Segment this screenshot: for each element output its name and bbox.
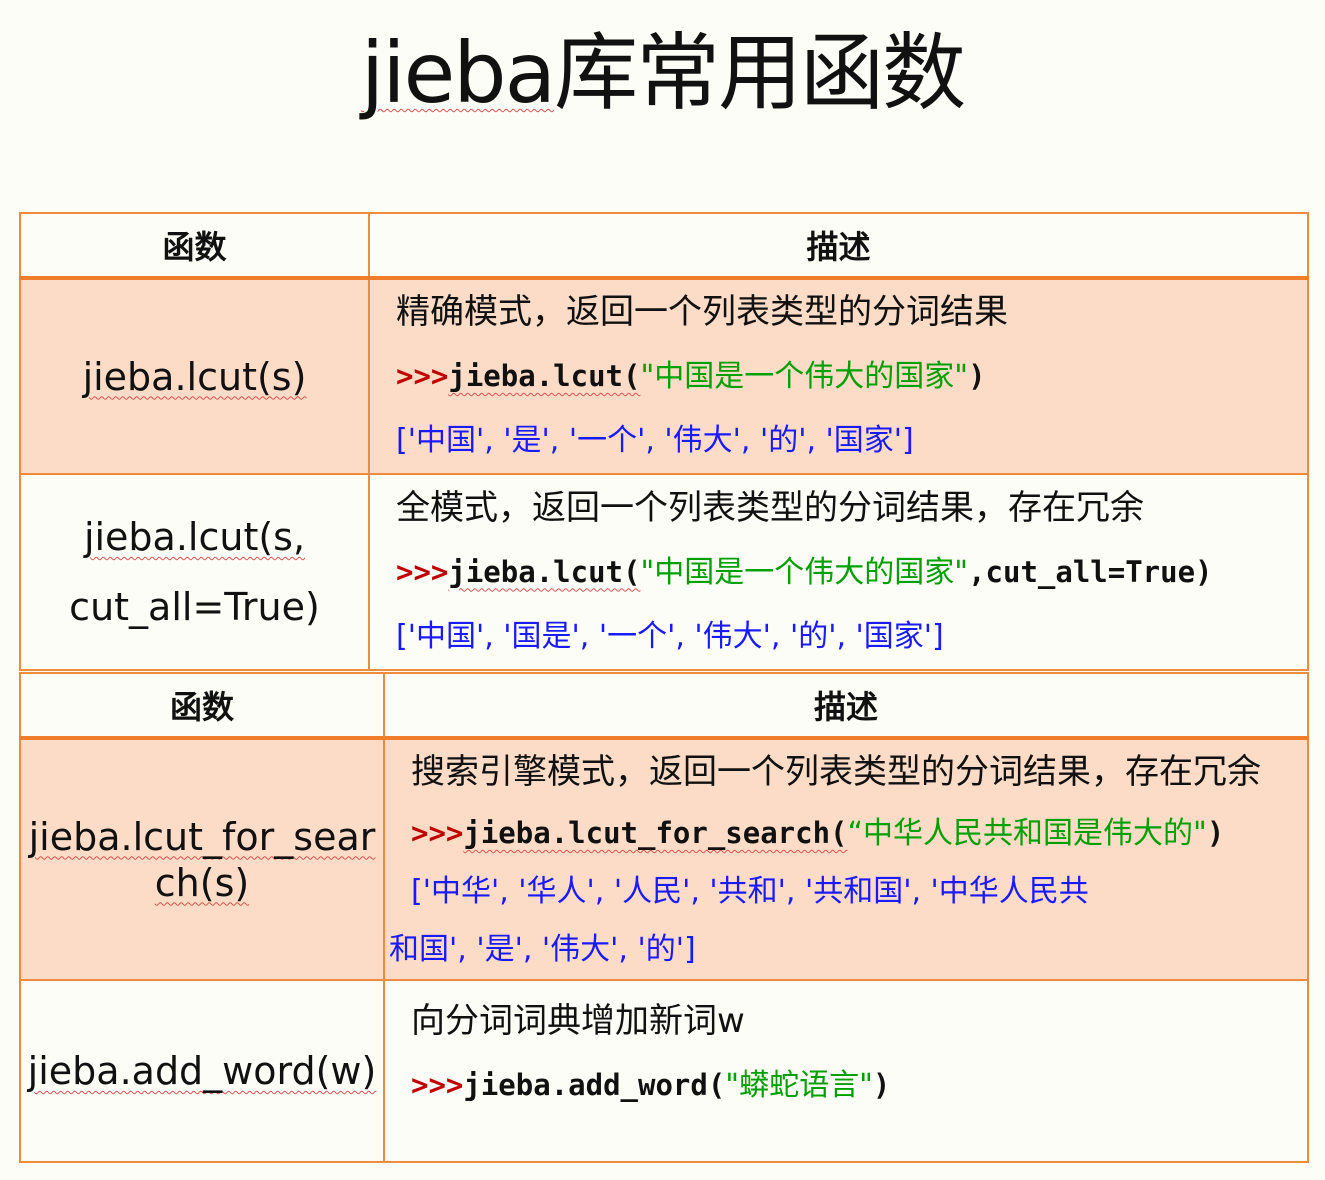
- description-text: 精确模式，返回一个列表类型的分词结果: [396, 292, 1008, 332]
- description-text: 搜索引擎模式，返回一个列表类型的分词结果，存在冗余: [411, 752, 1261, 792]
- code-tail: ): [872, 1068, 891, 1102]
- function-table-1: 函数 描述 jieba.lcut(s) 精确模式，返回一个列表类型的分词结果 >…: [19, 212, 1309, 671]
- page-title: jieba库常用函数: [0, 18, 1325, 128]
- table-header-row: 函数 描述: [19, 212, 1309, 280]
- function-name: jieba.add_word(w): [19, 979, 385, 1163]
- table-row: jieba.add_word(w) 向分词词典增加新词w >>>jieba.ad…: [19, 979, 1309, 1163]
- table-row: jieba.lcut(s, cut_all=True) 全模式，返回一个列表类型…: [19, 473, 1309, 671]
- title-jieba: jieba: [360, 24, 556, 122]
- code-arg: "中国是一个伟大的国家": [640, 359, 969, 394]
- header-description: 描述: [368, 212, 1309, 280]
- function-text-line2: ch(s): [154, 860, 250, 905]
- header-description: 描述: [383, 672, 1309, 740]
- title-rest: 库常用函数: [554, 24, 966, 122]
- description-cell: 向分词词典增加新词w >>>jieba.add_word("蟒蛇语言"): [383, 979, 1309, 1163]
- code-call: jieba.lcut(: [448, 554, 641, 589]
- code-tail: ,cut_all=True): [968, 554, 1213, 589]
- table-row: jieba.lcut(s) 精确模式，返回一个列表类型的分词结果 >>>jieb…: [19, 277, 1309, 475]
- code-example: >>>jieba.lcut("中国是一个伟大的国家"): [396, 344, 1307, 409]
- code-tail: ): [1206, 816, 1225, 850]
- code-example: >>>jieba.add_word("蟒蛇语言"): [411, 1053, 1307, 1118]
- header-function: 函数: [19, 212, 370, 280]
- description-cell: 搜索引擎模式，返回一个列表类型的分词结果，存在冗余 >>>jieba.lcut_…: [383, 737, 1309, 981]
- header-function: 函数: [19, 672, 385, 740]
- code-prompt: >>>: [411, 1068, 464, 1102]
- description-text: 全模式，返回一个列表类型的分词结果，存在冗余: [396, 487, 1144, 528]
- code-result: ['中国', '是', '一个', '伟大', '的', '国家']: [396, 423, 914, 458]
- code-arg: "蟒蛇语言": [725, 1068, 873, 1103]
- description-text: 向分词词典增加新词w: [411, 1001, 745, 1041]
- table-row: jieba.lcut_for_sear ch(s) 搜索引擎模式，返回一个列表类…: [19, 737, 1309, 981]
- function-table-2: 函数 描述 jieba.lcut_for_sear ch(s) 搜索引擎模式，返…: [19, 672, 1309, 1163]
- code-example: >>>jieba.lcut("中国是一个伟大的国家",cut_all=True): [396, 540, 1307, 605]
- code-result-line2: 和国', '是', '伟大', '的']: [389, 932, 696, 967]
- code-prompt: >>>: [396, 554, 449, 589]
- code-prompt: >>>: [411, 816, 464, 850]
- code-result: ['中国', '国是', '一个', '伟大', '的', '国家']: [396, 618, 944, 654]
- description-cell: 全模式，返回一个列表类型的分词结果，存在冗余 >>>jieba.lcut("中国…: [368, 473, 1309, 671]
- code-call: jieba.add_word(: [463, 1068, 726, 1102]
- code-prompt: >>>: [396, 359, 449, 393]
- function-text: jieba.lcut(s): [82, 354, 307, 399]
- code-arg: "中国是一个伟大的国家": [640, 554, 969, 590]
- description-cell: 精确模式，返回一个列表类型的分词结果 >>>jieba.lcut("中国是一个伟…: [368, 277, 1309, 475]
- code-call: jieba.lcut_for_search(: [463, 816, 848, 850]
- code-example: >>>jieba.lcut_for_search(“中华人民共和国是伟大的"): [411, 804, 1307, 863]
- function-text-line1: jieba.lcut(s,: [83, 515, 306, 559]
- function-text-line2: cut_all=True): [69, 585, 320, 629]
- table-header-row: 函数 描述: [19, 672, 1309, 740]
- code-tail: ): [968, 359, 986, 393]
- code-arg: “中华人民共和国是伟大的": [847, 816, 1207, 851]
- function-text-line1: jieba.lcut_for_sear: [28, 814, 376, 859]
- function-text: jieba.add_word(w): [27, 1049, 377, 1093]
- code-call: jieba.lcut(: [448, 359, 641, 393]
- function-name: jieba.lcut(s): [19, 277, 370, 475]
- function-name: jieba.lcut_for_sear ch(s): [19, 737, 385, 981]
- code-result-line1: ['中华', '华人', '人民', '共和', '共和国', '中华人民共: [411, 874, 1089, 909]
- function-name: jieba.lcut(s, cut_all=True): [19, 473, 370, 671]
